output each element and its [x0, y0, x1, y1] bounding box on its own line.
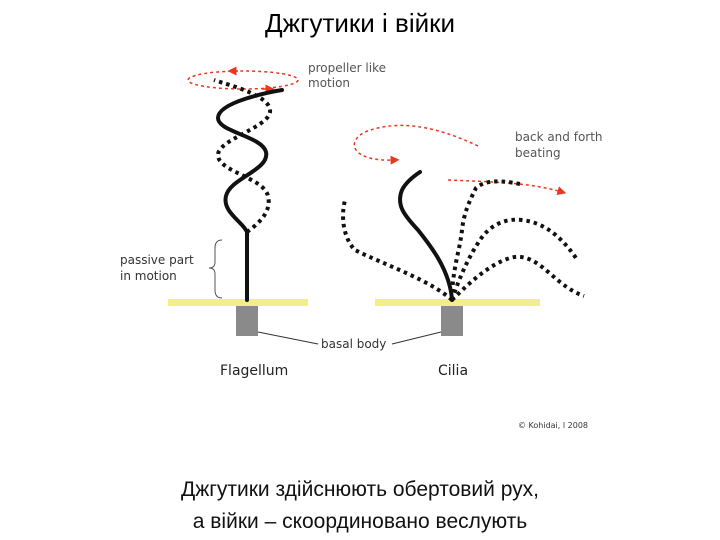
basal-body-pointer-left: [257, 331, 319, 345]
basal-body-label: basal body: [321, 337, 386, 351]
beating-arrow-upper: [353, 124, 479, 165]
flagellum-dotted: [213, 78, 272, 234]
beating-arrow-lower: [447, 179, 567, 196]
membrane-left: [168, 299, 308, 306]
cilium-dotted-4: [450, 254, 585, 302]
basal-body-flagellum: [236, 306, 258, 336]
propeller-motion-ellipse: [187, 70, 299, 90]
caption-line-2: а війки – скоординовано веслують: [192, 510, 528, 533]
caption-line-1: Джгутики здійснюють обертовий рух,: [180, 478, 540, 501]
beating-label-line2: beating: [515, 146, 561, 160]
flagellum-solid: [215, 88, 284, 302]
cilium-dotted-3: [450, 217, 578, 301]
slide-caption: Джгутики здійснюють обертовий рух, а вій…: [0, 474, 720, 538]
basal-body-pointer-right: [391, 331, 442, 345]
flagellum-label: Flagellum: [220, 363, 288, 379]
slide-title: Джгутики і війки: [264, 8, 456, 38]
cilia-label: Cilia: [438, 363, 468, 379]
passive-label-line2: in motion: [120, 269, 177, 283]
beating-label-line1: back and forth: [515, 130, 603, 144]
propeller-label-line1: propeller like: [308, 61, 386, 75]
cilium-dotted-1: [341, 199, 454, 302]
cilium-dotted-2: [450, 179, 521, 301]
basal-body-cilia: [441, 306, 463, 336]
copyright-label: © Kohidai, l 2008: [518, 421, 588, 430]
propeller-label-line2: motion: [308, 76, 350, 90]
passive-bracket: [208, 239, 223, 299]
cilium-solid: [398, 170, 454, 302]
membrane-right: [375, 299, 540, 306]
passive-label-line1: passive part: [120, 253, 194, 267]
